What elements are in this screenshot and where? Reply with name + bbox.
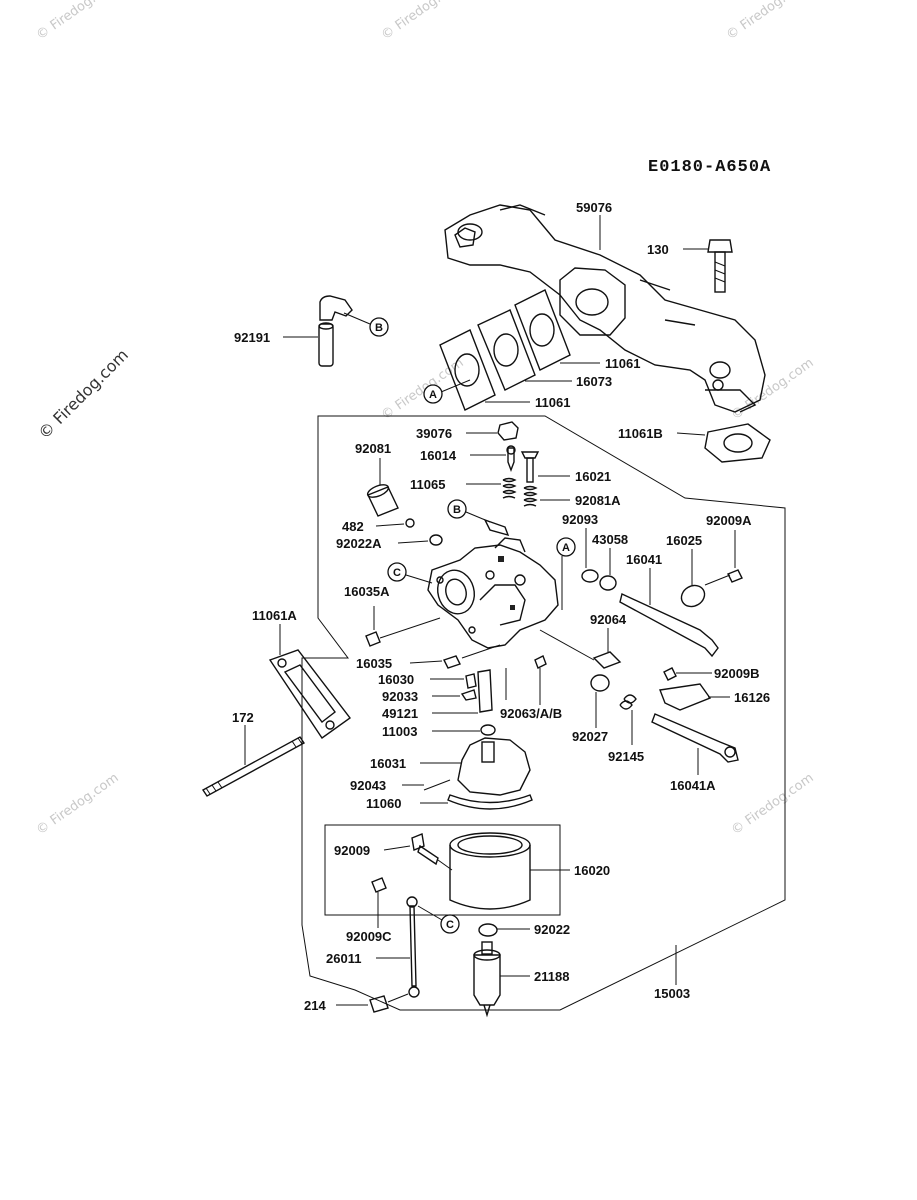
bowl-group-box	[324, 824, 561, 916]
part-label-11061-a: 11061	[605, 356, 640, 371]
part-label-92063ab: 92063/A/B	[500, 706, 562, 721]
part-label-482: 482	[342, 519, 364, 534]
part-label-11061a: 11061A	[252, 608, 297, 623]
part-label-43058: 43058	[592, 532, 628, 547]
svg-text:A: A	[562, 542, 570, 554]
part-label-92009c: 92009C	[346, 929, 392, 944]
callout-c-mid	[387, 562, 407, 582]
part-label-16030: 16030	[378, 672, 414, 687]
watermark-low-right: © Firedog.com	[729, 771, 817, 839]
part-label-16041a: 16041A	[670, 778, 716, 793]
part-label-92022a: 92022A	[336, 536, 382, 551]
part-label-16014: 16014	[420, 448, 457, 463]
part-label-11065: 92081	[355, 441, 391, 456]
watermark-main: © Firedog.com	[34, 345, 132, 443]
part-label-16126: 16126	[734, 690, 770, 705]
watermark-top-center: © Firedog.com	[379, 0, 467, 43]
part-label-92081: 92081A	[575, 493, 621, 508]
part-label-11060: 11060	[366, 796, 401, 811]
svg-text:B: B	[375, 322, 383, 334]
part-label-11061-b: 11061	[535, 395, 570, 410]
watermark-low-left: © Firedog.com	[34, 771, 122, 839]
svg-text:B: B	[453, 504, 461, 516]
watermark-center: © Firedog.com	[379, 356, 467, 424]
part-label-16035: 16035	[356, 656, 392, 671]
callout-a-mid	[556, 537, 576, 557]
part-label-16020: 16020	[574, 863, 610, 878]
part-label-214: 214	[304, 998, 326, 1013]
gasket-11061b	[704, 423, 771, 463]
screw-92009	[411, 833, 439, 866]
part-label-11003: 11003	[382, 724, 417, 739]
watermark-mid-right: © Firedog.com	[729, 356, 817, 424]
part-label-92027: 92027	[572, 729, 608, 744]
float-assembly	[423, 737, 533, 810]
callout-a-top	[423, 384, 443, 404]
part-label-16073: 16073	[576, 374, 612, 389]
part-label-92145: 92145	[608, 749, 644, 764]
part-label-92043: 92043	[350, 778, 386, 793]
part-label-16025: 16025	[666, 533, 702, 548]
watermark-top-left: © Firedog.com	[34, 0, 122, 43]
small-parts-top	[497, 421, 540, 507]
solenoid-21188	[473, 941, 501, 1018]
callout-b-mid	[447, 499, 467, 519]
diagram-code: E0180-A650A	[648, 158, 771, 177]
stud-172	[201, 736, 306, 797]
part-label-92033: 92033	[382, 689, 418, 704]
part-label-39076: 39076	[416, 426, 452, 441]
rod-26011	[406, 896, 420, 998]
part-label-59076: 59076	[576, 200, 612, 215]
part-label-16021: 16021	[575, 469, 611, 484]
part-label-16041: 16041	[626, 552, 662, 567]
assembly-outline-15003	[301, 415, 786, 1011]
part-label-130: 130	[647, 242, 669, 257]
watermarks: © Firedog.com © Firedog.com © Firedog.co…	[34, 0, 817, 838]
part-label-92093: 92093	[562, 512, 598, 527]
part-label-92009b: 92009B	[714, 666, 760, 681]
throttle-parts	[651, 667, 739, 763]
gaskets-upper	[439, 289, 571, 411]
callout-b-top	[369, 317, 389, 337]
jet-parts	[443, 655, 496, 736]
sleeve-11065	[366, 484, 399, 517]
part-label-15003: 15003	[654, 986, 690, 1001]
watermark-top-right: © Firedog.com	[724, 0, 812, 43]
part-label-92009a: 92009A	[706, 513, 752, 528]
part-label-92022: 92022	[534, 922, 570, 937]
choke-parts	[599, 569, 743, 658]
part-label-49121: 49121	[382, 706, 418, 721]
svg-text:A: A	[429, 389, 437, 401]
part-label-92064: 92064	[590, 612, 627, 627]
part-label-92191: 92191	[234, 330, 270, 345]
gasket-11061a	[268, 649, 351, 739]
bolt-130	[707, 239, 733, 293]
svg-text:C: C	[446, 919, 454, 931]
carburetor-body	[427, 537, 559, 649]
part-label-172: 172	[232, 710, 254, 725]
part-label-16035a: 16035A	[344, 584, 390, 599]
float-bowl-16020	[449, 832, 531, 910]
part-label-11061b: 11061B	[618, 426, 663, 441]
part-label-16031: 16031	[370, 756, 406, 771]
hose-92191	[318, 295, 353, 367]
part-label-21188: 21188	[534, 969, 569, 984]
callout-c-low	[440, 914, 460, 934]
part-label-26011: 26011	[326, 951, 361, 966]
part-label-92009: 92009	[334, 843, 370, 858]
part-label-92081a: 11065	[410, 477, 445, 492]
intake-manifold	[444, 204, 766, 413]
svg-text:C: C	[393, 567, 401, 579]
